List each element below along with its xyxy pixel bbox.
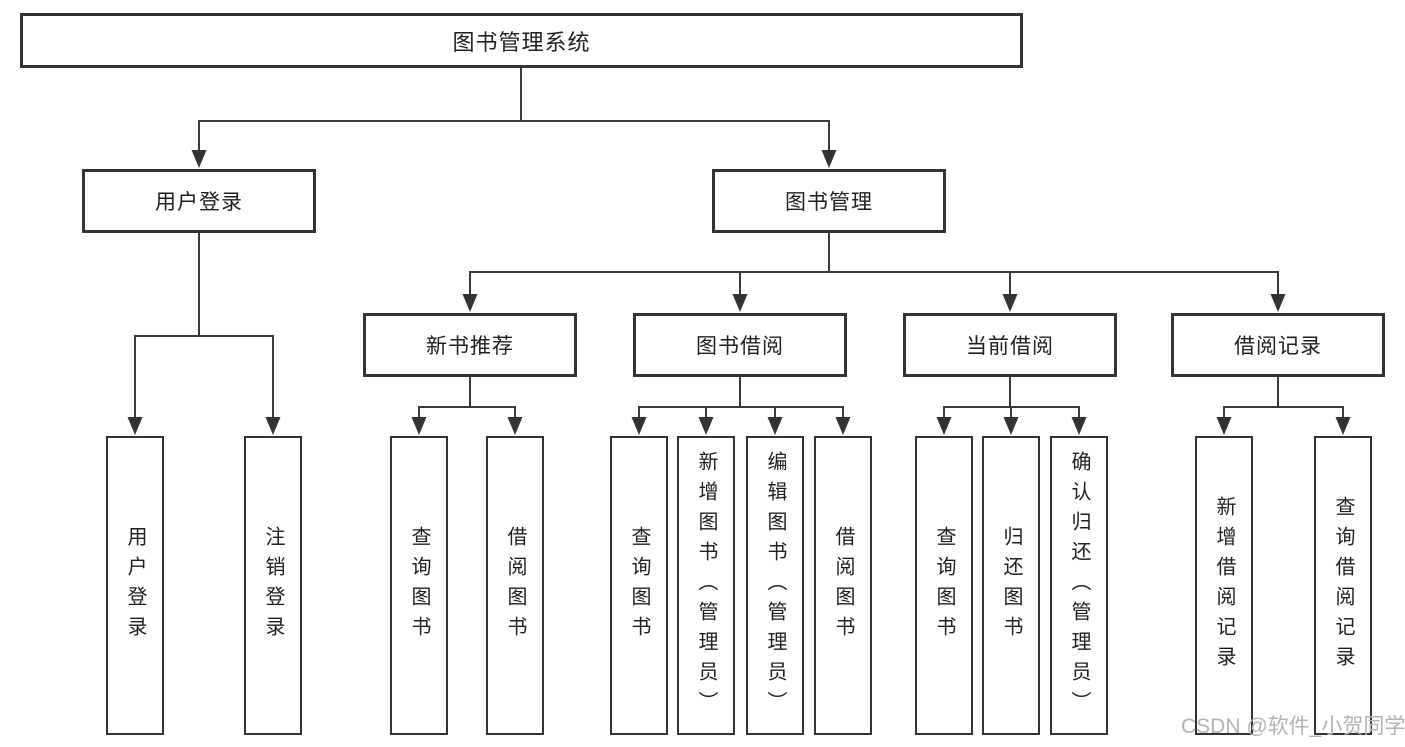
node-label: 新增图书（管理员） [695, 450, 717, 721]
connector-borrow-record-children [1216, 377, 1351, 435]
node-label: 查询借阅记录 [1332, 495, 1354, 676]
connector-current-borrow-children [936, 377, 1087, 435]
node-label: 归还图书 [1000, 525, 1022, 646]
node-label: 借阅记录 [1234, 335, 1322, 358]
node-label: 确认归还（管理员） [1068, 450, 1090, 721]
node-label: 图书管理系统 [452, 29, 591, 55]
node-current-borrowing: 当前借阅 [903, 313, 1117, 377]
node-label: 用户登录 [155, 191, 243, 214]
node-label: 图书借阅 [696, 335, 784, 358]
node-query-books-borrow: 查询图书 [610, 436, 668, 735]
node-label: 用户登录 [124, 525, 146, 646]
node-book-borrowing: 图书借阅 [633, 313, 847, 377]
node-label: 图书管理 [785, 191, 873, 214]
node-label: 当前借阅 [966, 335, 1054, 358]
connector-new-book-children [411, 377, 523, 435]
node-borrow-books: 借阅图书 [814, 436, 872, 735]
node-new-book-recommendation: 新书推荐 [363, 313, 577, 377]
node-query-books-current: 查询图书 [915, 436, 973, 735]
node-book-management: 图书管理 [712, 169, 946, 233]
node-add-books-admin: 新增图书（管理员） [677, 436, 735, 735]
node-user-login-group: 用户登录 [82, 169, 316, 233]
csdn-watermark: CSDN @软件_小贺同学 [1181, 715, 1405, 738]
node-query-books-recommend: 查询图书 [390, 436, 448, 735]
node-label: 借阅图书 [504, 525, 526, 646]
node-label: 编辑图书（管理员） [764, 450, 786, 721]
node-edit-books-admin: 编辑图书（管理员） [746, 436, 804, 735]
connector-user-login-children [127, 233, 281, 435]
node-user-login: 用户登录 [106, 436, 164, 735]
node-borrow-books-recommend: 借阅图书 [486, 436, 544, 735]
node-library-management-system: 图书管理系统 [20, 13, 1023, 68]
node-label: 查询图书 [933, 525, 955, 646]
node-query-borrow-record: 查询借阅记录 [1314, 436, 1372, 735]
node-label: 查询图书 [628, 525, 650, 646]
node-confirm-return-admin: 确认归还（管理员） [1050, 436, 1108, 735]
node-logout: 注销登录 [244, 436, 302, 735]
connector-book-borrow-children [631, 377, 851, 435]
connector-book-management-children [462, 233, 1286, 312]
node-add-borrow-record: 新增借阅记录 [1195, 436, 1253, 735]
node-label: 查询图书 [408, 525, 430, 646]
node-label: 新增借阅记录 [1213, 495, 1235, 676]
node-label: 新书推荐 [426, 335, 514, 358]
node-borrowing-records: 借阅记录 [1171, 313, 1385, 377]
node-return-books: 归还图书 [982, 436, 1040, 735]
node-label: 借阅图书 [832, 525, 854, 646]
node-label: 注销登录 [262, 525, 284, 646]
connector-root-to-level2 [191, 68, 837, 168]
